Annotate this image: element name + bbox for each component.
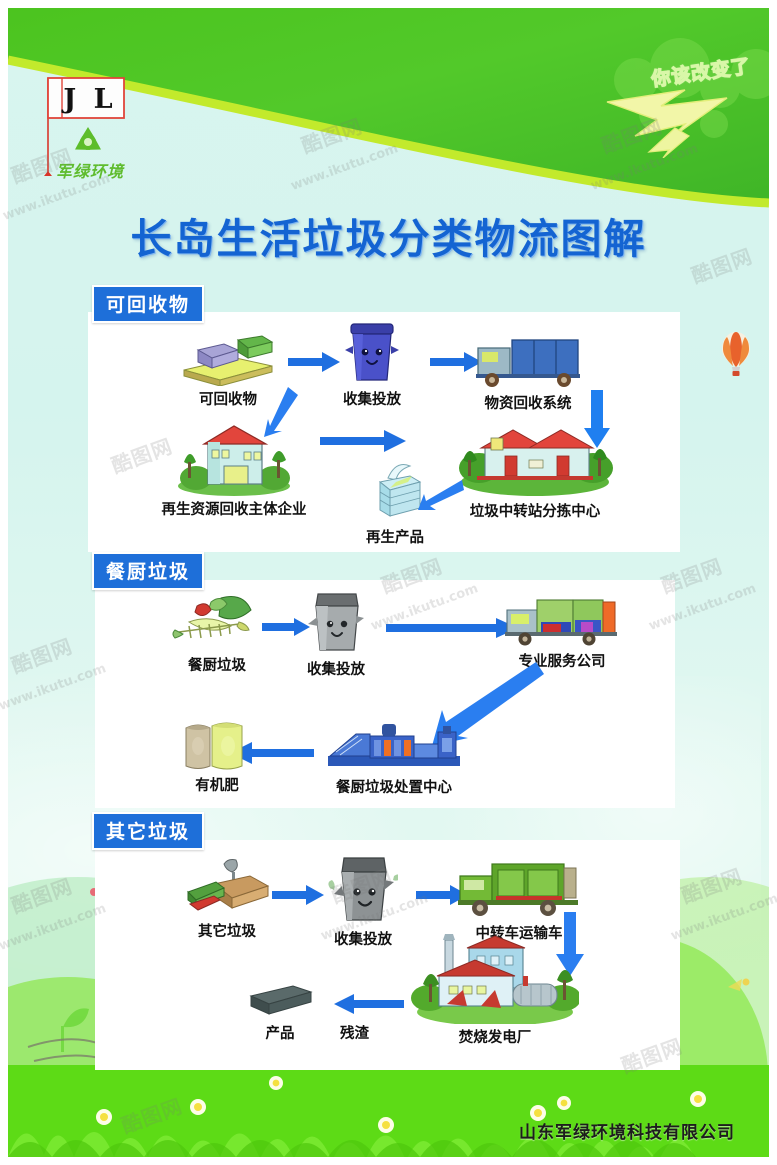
node-food-treatment-center: 餐厨垃圾处置中心 <box>300 722 488 797</box>
blue-truck-icon <box>476 339 580 387</box>
arrow-right-3 <box>320 430 406 456</box>
node-caption: 收集投放 <box>343 392 401 408</box>
incineration-plant-icon <box>411 934 579 1024</box>
recycled-product-icon <box>378 464 422 517</box>
node-collection-drop-3: 收集投放 <box>300 852 426 949</box>
node-caption: 物资回收系统 <box>484 396 572 412</box>
node-caption: 可回收物 <box>199 392 257 408</box>
logo-company-name: 军绿环境 <box>56 162 125 181</box>
node-sorting-center: 垃圾中转站分拣中心 <box>440 420 630 521</box>
arrow-food-diagonal <box>432 660 544 752</box>
sorting-center-icon <box>459 429 613 496</box>
node-recycling-enterprise: 再生资源回收主体企业 <box>134 420 334 519</box>
arrow-other-2 <box>416 885 468 909</box>
header-green-banner <box>8 8 769 328</box>
house-enterprise-icon <box>178 425 290 496</box>
node-service-company: 专业服务公司 <box>494 592 630 671</box>
arrow-right-1 <box>288 352 340 376</box>
service-truck-icon <box>505 599 617 646</box>
arrow-food-left <box>230 742 314 768</box>
node-food-waste: 餐厨垃圾 <box>162 592 272 675</box>
node-caption: 垃圾中转站分拣中心 <box>469 504 601 520</box>
footer-company-name: 山东军绿环境科技有限公司 <box>519 1123 735 1143</box>
node-caption: 专业服务公司 <box>518 654 606 670</box>
arrow-other-left <box>334 994 404 1018</box>
node-caption: 餐厨垃圾 <box>188 658 246 674</box>
node-caption: 收集投放 <box>307 662 365 678</box>
svg-text:J L: J L <box>61 84 116 115</box>
node-other-waste: 其它垃圾 <box>172 858 282 941</box>
node-caption: 其它垃圾 <box>198 924 256 940</box>
arrow-other-down <box>556 912 584 980</box>
node-recycled-product: 再生产品 <box>340 462 450 547</box>
arrow-diagonal-down-left <box>258 385 300 441</box>
node-collection-drop-2: 收集投放 <box>278 588 394 679</box>
node-organic-fertilizer: 有机肥 <box>162 718 272 795</box>
slogan-group: 你该改变了 <box>589 52 759 158</box>
node-recyclable-goods: 可回收物 <box>168 330 288 409</box>
grey-bin-icon <box>308 593 364 651</box>
arrow-right-2 <box>430 352 482 376</box>
arrow-diagonal-down-left-2 <box>418 478 464 516</box>
node-caption: 焚烧发电厂 <box>458 1030 532 1046</box>
recyclable-goods-icon <box>183 335 274 386</box>
node-caption: 再生产品 <box>366 530 424 546</box>
arrow-food-1 <box>262 618 310 640</box>
fertilizer-bag-icon <box>185 722 243 770</box>
hot-air-balloon-icon <box>719 330 753 382</box>
section-label-other-waste: 其它垃圾 <box>92 812 205 850</box>
label-residue: 残渣 <box>340 1026 369 1042</box>
grey-bin-icon <box>328 857 398 921</box>
page-title: 长岛生活垃圾分类物流图解 <box>130 215 647 263</box>
brick-product-icon <box>249 985 313 1015</box>
arrow-other-1 <box>272 885 324 909</box>
node-incineration-plant: 焚烧发电厂 <box>400 932 590 1047</box>
food-waste-icon <box>172 596 252 639</box>
node-caption: 餐厨垃圾处置中心 <box>336 780 452 796</box>
company-logo: J L 军绿环境 <box>38 72 158 187</box>
background-grass <box>8 1065 769 1157</box>
node-brick-product: 产品 <box>232 980 328 1043</box>
arrow-down-right <box>584 390 610 452</box>
blue-bin-icon <box>345 323 399 381</box>
section-label-food-waste: 餐厨垃圾 <box>92 552 205 590</box>
node-collection-drop-1: 收集投放 <box>312 320 432 409</box>
node-recovery-system: 物资回收系统 <box>460 330 596 413</box>
treatment-plant-icon <box>328 724 460 766</box>
node-caption: 收集投放 <box>334 932 392 948</box>
node-caption: 产品 <box>265 1026 295 1042</box>
other-waste-icon <box>187 859 270 911</box>
lightning-arrow-icon <box>606 89 728 158</box>
green-garbage-truck-icon <box>458 863 578 916</box>
arrow-food-2 <box>386 618 518 642</box>
section-label-recyclable: 可回收物 <box>92 285 205 323</box>
node-caption: 再生资源回收主体企业 <box>161 502 307 518</box>
node-caption: 有机肥 <box>195 778 239 794</box>
